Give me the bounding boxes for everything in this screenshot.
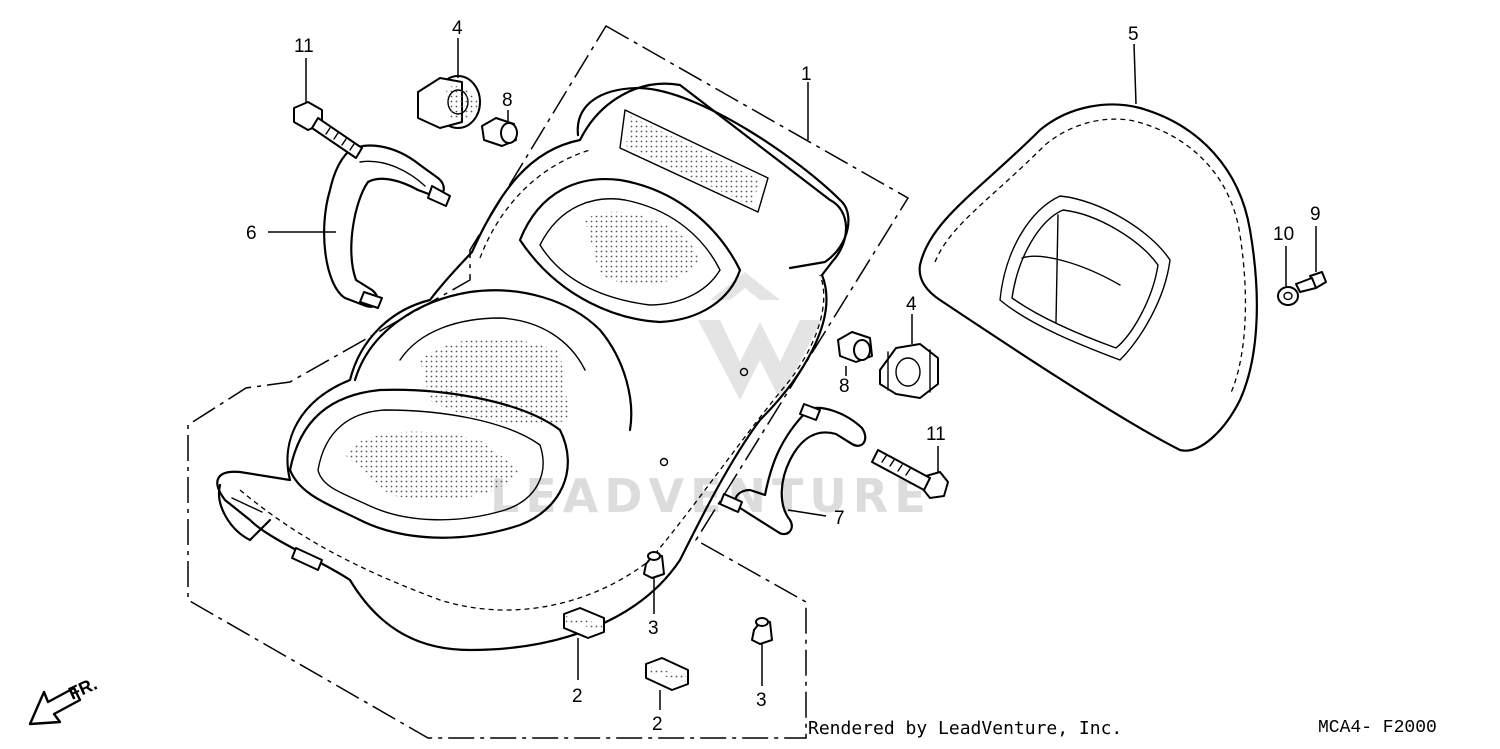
bolt-lower (871, 449, 949, 499)
clip-left (563, 607, 605, 639)
grab-handle-right (719, 403, 867, 536)
callout-8b: 8 (839, 376, 850, 397)
callout-9: 9 (1310, 204, 1321, 225)
callout-6: 6 (246, 223, 257, 244)
drawing-code: MCA4- F2000 (1318, 718, 1437, 738)
callout-8a: 8 (502, 90, 513, 111)
callout-4b: 4 (906, 294, 917, 315)
backrest-pad (918, 103, 1258, 452)
callout-10: 10 (1273, 224, 1294, 245)
front-marker-label: FR. (65, 674, 100, 704)
callout-3a: 3 (648, 618, 659, 639)
washer (1277, 286, 1299, 306)
watermark-text: LEADVENTURE (490, 469, 932, 523)
adjust-knob-lower (879, 343, 939, 399)
callout-1: 1 (801, 64, 812, 85)
cushion-right (751, 617, 773, 645)
collar-upper (481, 117, 518, 147)
render-credit: Rendered by LeadVenture, Inc. (808, 718, 1123, 739)
adjust-knob-upper (417, 75, 481, 129)
cushion-center (643, 551, 665, 579)
callout-2a: 2 (572, 686, 583, 707)
callout-7: 7 (834, 508, 845, 529)
callout-3b: 3 (756, 690, 767, 711)
callout-labels: 1 2 2 3 3 4 4 5 6 7 8 8 9 10 11 11 (246, 18, 1321, 735)
grab-handle-left (323, 144, 451, 309)
callout-11b: 11 (926, 424, 946, 445)
callout-2b: 2 (652, 714, 663, 735)
leader-lines (268, 38, 1317, 710)
screw (1295, 271, 1327, 293)
collar-lower (837, 331, 873, 363)
seat-group-boundary (187, 24, 910, 739)
clip-center (645, 657, 689, 691)
watermark-logo: LEADVENTURE (490, 272, 932, 523)
callout-5: 5 (1128, 24, 1139, 45)
bolt-upper (293, 101, 363, 159)
callout-4a: 4 (452, 18, 463, 39)
callout-11a: 11 (294, 36, 314, 57)
main-seat (216, 82, 850, 652)
front-arrow-icon: FR. (28, 674, 100, 726)
